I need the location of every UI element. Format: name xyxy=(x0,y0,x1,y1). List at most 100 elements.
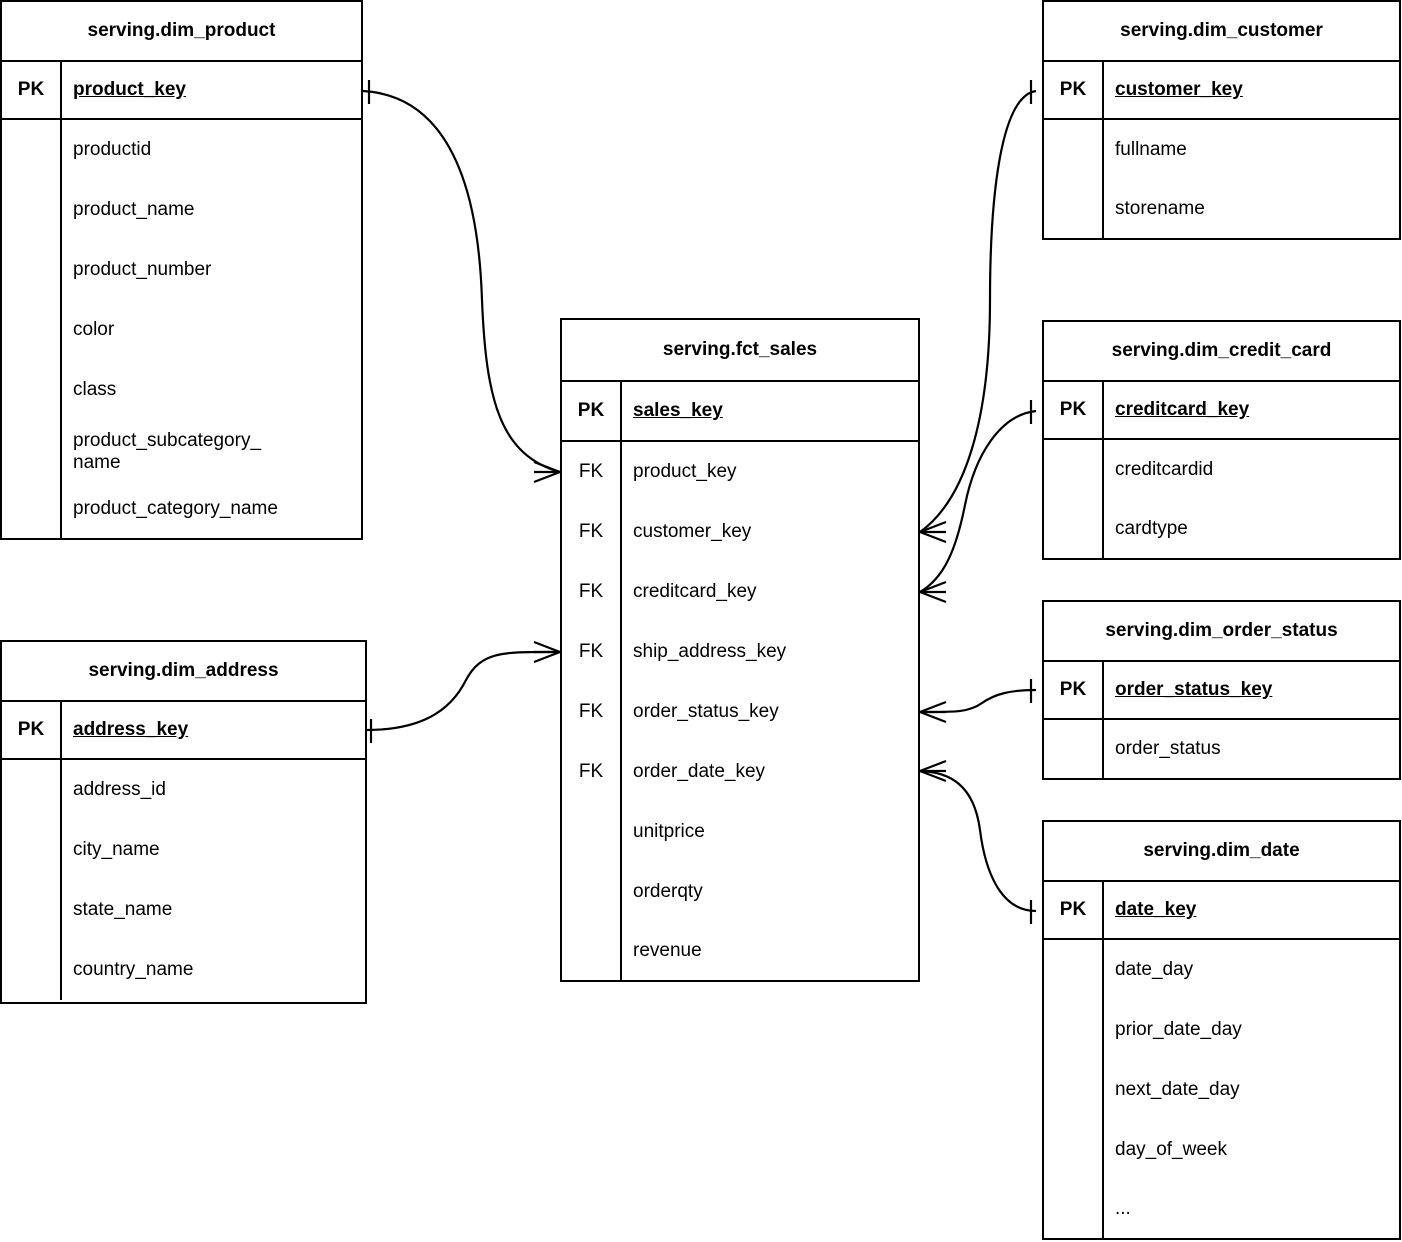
column-name: ship_address_key xyxy=(633,641,787,662)
entity-dim-product[interactable]: serving.dim_product PK product_key produ… xyxy=(0,0,363,540)
fk-badge: FK xyxy=(562,622,622,682)
table-row[interactable]: prior_date_day xyxy=(1044,1000,1399,1060)
column-name-pk: customer_key xyxy=(1115,79,1243,100)
table-row[interactable]: FK order_status_key xyxy=(562,682,918,742)
table-row[interactable]: FK ship_address_key xyxy=(562,622,918,682)
table-row[interactable]: day_of_week xyxy=(1044,1120,1399,1180)
table-row[interactable]: revenue xyxy=(562,922,918,980)
entity-dim-credit-card[interactable]: serving.dim_credit_card PK creditcard_ke… xyxy=(1042,320,1401,560)
table-row[interactable]: ... xyxy=(1044,1180,1399,1238)
column-name: state_name xyxy=(73,899,173,920)
entity-title-dim-credit-card: serving.dim_credit_card xyxy=(1044,322,1399,382)
table-row[interactable]: address_id xyxy=(2,760,365,820)
table-row[interactable]: date_day xyxy=(1044,940,1399,1000)
table-row[interactable]: class xyxy=(2,360,361,420)
entity-rows-fct-sales: PK sales_key FK product_key FK customer_… xyxy=(562,382,918,980)
key-cell xyxy=(2,420,62,480)
key-cell xyxy=(2,940,62,1000)
table-row[interactable]: creditcardid xyxy=(1044,440,1399,500)
table-row[interactable]: fullname xyxy=(1044,120,1399,180)
table-row[interactable]: cardtype xyxy=(1044,500,1399,558)
table-row[interactable]: city_name xyxy=(2,820,365,880)
table-row[interactable]: product_number xyxy=(2,240,361,300)
entity-rows-dim-address: PK address_key address_id city_name stat… xyxy=(2,702,365,1000)
table-row[interactable]: unitprice xyxy=(562,802,918,862)
column-name: address_id xyxy=(73,779,166,800)
column-name: fullname xyxy=(1115,139,1187,160)
entity-rows-dim-product: PK product_key productid product_name pr… xyxy=(2,62,361,538)
key-cell xyxy=(562,922,622,980)
table-row[interactable]: country_name xyxy=(2,940,365,1000)
entity-title-dim-order-status: serving.dim_order_status xyxy=(1044,602,1399,662)
column-name: product_subcategory_ name xyxy=(73,429,262,473)
key-cell xyxy=(1044,440,1104,500)
column-name: country_name xyxy=(73,959,194,980)
table-row[interactable]: product_subcategory_ name xyxy=(2,420,361,480)
crowfoot-fct-address xyxy=(533,640,561,664)
relationship-dim-order-status-fct-sales xyxy=(919,679,1037,724)
entity-dim-order-status[interactable]: serving.dim_order_status PK order_status… xyxy=(1042,600,1401,780)
key-cell xyxy=(1044,720,1104,778)
table-row[interactable]: productid xyxy=(2,120,361,180)
fk-badge: FK xyxy=(562,562,622,622)
key-cell xyxy=(2,300,62,360)
pk-badge: PK xyxy=(2,702,62,758)
table-row[interactable]: product_name xyxy=(2,180,361,240)
table-row[interactable]: PK address_key xyxy=(2,702,365,760)
key-cell xyxy=(1044,940,1104,1000)
column-name-pk: date_key xyxy=(1115,899,1197,920)
column-name: city_name xyxy=(73,839,160,860)
column-name: product_name xyxy=(73,199,195,220)
column-name-pk: creditcard_key xyxy=(1115,399,1250,420)
table-row[interactable]: FK customer_key xyxy=(562,502,918,562)
entity-fct-sales[interactable]: serving.fct_sales PK sales_key FK produc… xyxy=(560,318,920,982)
column-name: date_day xyxy=(1115,959,1194,980)
column-name: order_status_key xyxy=(633,701,779,722)
column-name: unitprice xyxy=(633,821,705,842)
table-row[interactable]: storename xyxy=(1044,180,1399,238)
relationship-dim-address-fct-sales xyxy=(365,640,561,743)
key-cell xyxy=(1044,120,1104,180)
fk-badge: FK xyxy=(562,442,622,502)
key-cell xyxy=(2,480,62,538)
relationship-dim-product-fct-sales xyxy=(361,80,561,484)
key-cell xyxy=(2,360,62,420)
table-row[interactable]: color xyxy=(2,300,361,360)
table-row[interactable]: FK order_date_key xyxy=(562,742,918,802)
entity-dim-customer[interactable]: serving.dim_customer PK customer_key ful… xyxy=(1042,0,1401,240)
key-cell xyxy=(2,760,62,820)
column-name: storename xyxy=(1115,198,1205,219)
column-name-pk: sales_key xyxy=(633,400,723,421)
table-row[interactable]: FK product_key xyxy=(562,442,918,502)
key-cell xyxy=(1044,1000,1104,1060)
table-row[interactable]: next_date_day xyxy=(1044,1060,1399,1120)
relationship-dim-customer-fct-sales xyxy=(919,80,1037,544)
table-row[interactable]: PK product_key xyxy=(2,62,361,120)
key-cell xyxy=(2,880,62,940)
column-name: cardtype xyxy=(1115,518,1188,539)
entity-rows-dim-customer: PK customer_key fullname storename xyxy=(1044,62,1399,238)
table-row[interactable]: orderqty xyxy=(562,862,918,922)
crowfoot-fct-orderstatus xyxy=(919,700,947,724)
table-row[interactable]: FK creditcard_key xyxy=(562,562,918,622)
table-row[interactable]: PK date_key xyxy=(1044,882,1399,940)
table-row[interactable]: PK creditcard_key xyxy=(1044,382,1399,440)
column-name: product_key xyxy=(633,461,737,482)
column-name: day_of_week xyxy=(1115,1139,1227,1160)
column-name: order_date_key xyxy=(633,761,766,782)
entity-rows-dim-date: PK date_key date_day prior_date_day next… xyxy=(1044,882,1399,1238)
table-row[interactable]: order_status xyxy=(1044,720,1399,778)
table-row[interactable]: product_category_name xyxy=(2,480,361,538)
key-cell xyxy=(1044,1180,1104,1238)
pk-badge: PK xyxy=(2,62,62,118)
column-name: ... xyxy=(1115,1198,1131,1219)
key-cell xyxy=(2,120,62,180)
table-row[interactable]: state_name xyxy=(2,880,365,940)
table-row[interactable]: PK sales_key xyxy=(562,382,918,442)
table-row[interactable]: PK order_status_key xyxy=(1044,662,1399,720)
key-cell xyxy=(2,820,62,880)
table-row[interactable]: PK customer_key xyxy=(1044,62,1399,120)
entity-dim-address[interactable]: serving.dim_address PK address_key addre… xyxy=(0,640,367,1004)
column-name: class xyxy=(73,379,117,400)
entity-dim-date[interactable]: serving.dim_date PK date_key date_day pr… xyxy=(1042,820,1401,1240)
